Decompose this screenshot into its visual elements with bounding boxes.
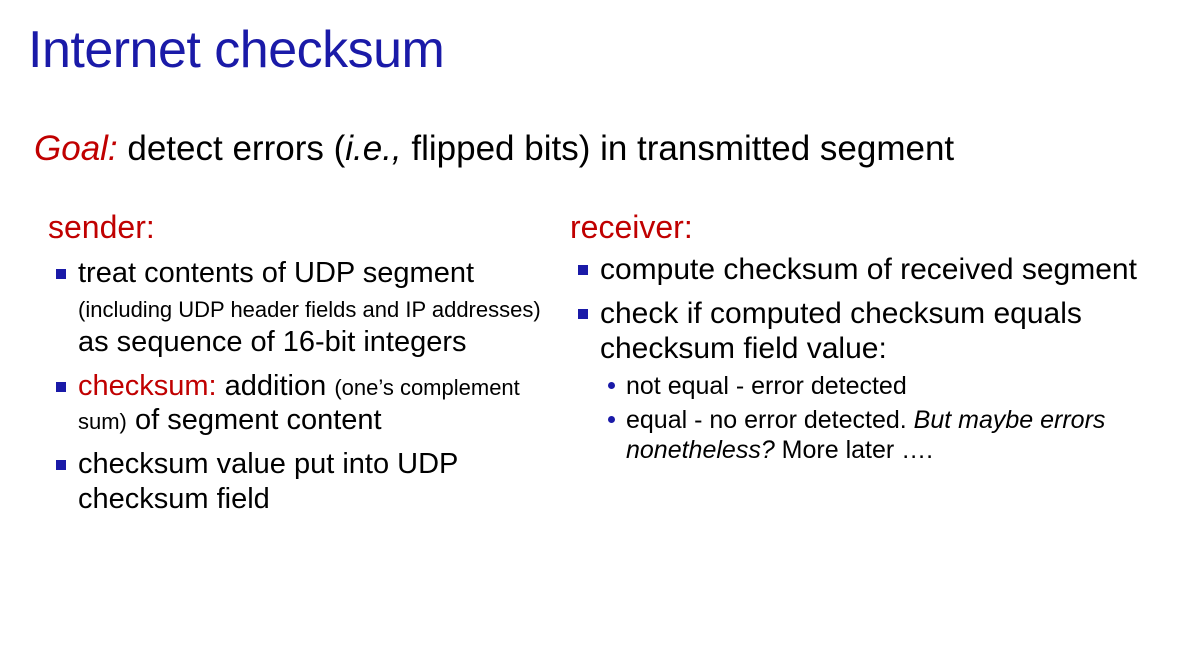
goal-text-before: detect errors ( [117, 129, 346, 168]
goal-statement: Goal: detect errors (i.e., flipped bits)… [34, 128, 954, 170]
sender-item2-keyword: checksum: [78, 370, 217, 403]
receiver-sub-list: not equal - error detected equal - no er… [600, 371, 1170, 465]
sender-item1-part3: as sequence of 16-bit integers [78, 325, 467, 358]
receiver-sub2-after: More later …. [774, 435, 934, 464]
sender-item3-text: checksum value put into UDP checksum fie… [78, 448, 458, 515]
list-item: compute checksum of received segment [570, 252, 1170, 287]
sender-item2-part2: addition [216, 370, 335, 403]
list-item: treat contents of UDP segment (including… [48, 256, 558, 359]
sender-column: sender: treat contents of UDP segment (i… [48, 208, 558, 526]
sender-item1-part2: (including UDP header fields and IP addr… [78, 296, 541, 322]
receiver-item1-text: compute checksum of received segment [600, 253, 1137, 287]
receiver-sub1-text: not equal - error detected [626, 371, 907, 400]
sender-item2-part4: of segment content [126, 404, 382, 437]
sender-heading: sender: [48, 209, 155, 245]
receiver-heading: receiver: [570, 209, 693, 245]
list-item: checksum: addition (one’s complement sum… [48, 369, 558, 437]
receiver-bullet-list: compute checksum of received segment che… [570, 252, 1170, 464]
goal-text-after: flipped bits) in transmitted segment [401, 129, 955, 168]
receiver-item2-text: check if computed checksum equals checks… [600, 296, 1082, 366]
receiver-sub2-before: equal - no error detected. [626, 405, 914, 434]
receiver-column: receiver: compute checksum of received s… [570, 208, 1170, 473]
sender-item2-part3: (one’s complement sum) [78, 375, 520, 435]
goal-label: Goal: [34, 129, 118, 168]
list-item: check if computed checksum equals checks… [570, 296, 1170, 465]
receiver-sub2-italic: But maybe errors nonetheless? [626, 405, 1106, 464]
page-title: Internet checksum [28, 21, 445, 79]
list-item: equal - no error detected. But maybe err… [600, 405, 1170, 465]
goal-ie: i.e., [345, 129, 402, 168]
sender-item1-part1: treat contents of UDP segment [78, 257, 475, 290]
list-item: not equal - error detected [600, 371, 1170, 401]
list-item: checksum value put into UDP checksum fie… [48, 447, 558, 515]
sender-bullet-list: treat contents of UDP segment (including… [48, 256, 558, 516]
